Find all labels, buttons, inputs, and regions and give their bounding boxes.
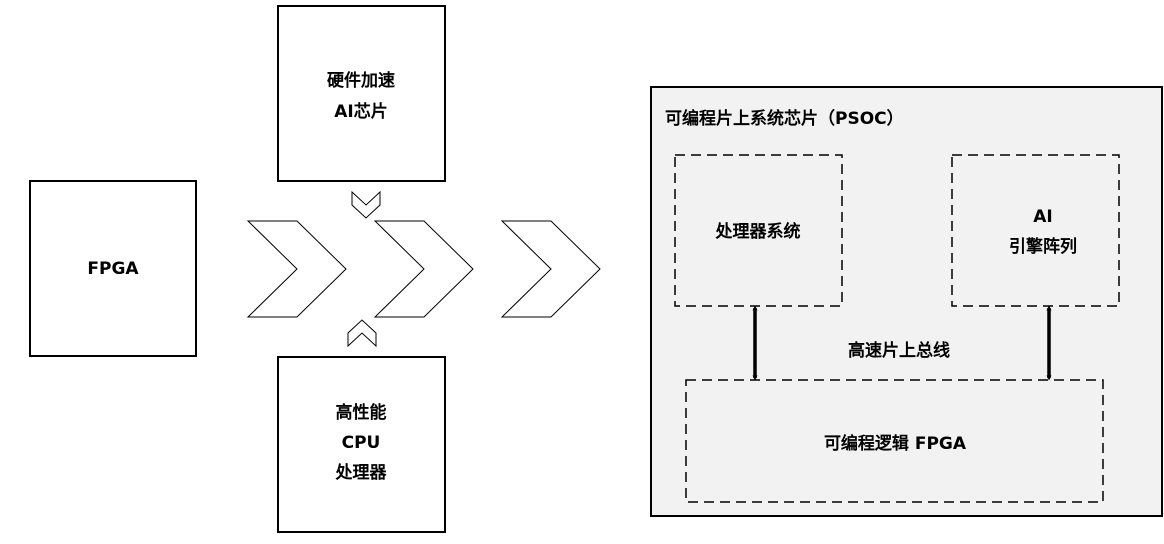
fpga-box: FPGA [29,180,197,357]
chevron-right-icon-3 [500,220,601,318]
chevron-right-icon-2 [373,220,474,318]
cpu-box: 高性能 CPU 处理器 [277,356,446,533]
psoc-title: 可编程片上系统芯片（PSOC） [665,108,904,129]
psoc-container: 可编程片上系统芯片（PSOC） 处理器系统 AI 引擎阵列 高速片上总线 可编程… [650,86,1163,517]
bus-label: 高速片上总线 [848,340,950,361]
programmable-logic-label: 可编程逻辑 FPGA [824,433,967,454]
ai-engine-block: AI 引擎阵列 [951,154,1120,307]
ai-chip-box: 硬件加速 AI芯片 [277,5,446,182]
chevron-right-icon-1 [246,220,347,318]
ai-chip-label-line2: AI芯片 [334,101,387,122]
chevron-down-icon [351,190,381,219]
processor-system-label: 处理器系统 [715,221,801,242]
cpu-label-line3: 处理器 [335,462,388,483]
programmable-logic-block: 可编程逻辑 FPGA [685,379,1104,503]
chevron-up-icon [347,319,377,348]
ai-chip-label-line1: 硬件加速 [327,70,395,91]
ai-engine-label-line2: 引擎阵列 [1009,236,1077,257]
processor-system-block: 处理器系统 [674,154,843,307]
fpga-box-label: FPGA [87,259,139,279]
cpu-label-line1: 高性能 [336,402,387,423]
cpu-label-line2: CPU [342,433,381,453]
ai-engine-label-line1: AI [1033,207,1052,227]
